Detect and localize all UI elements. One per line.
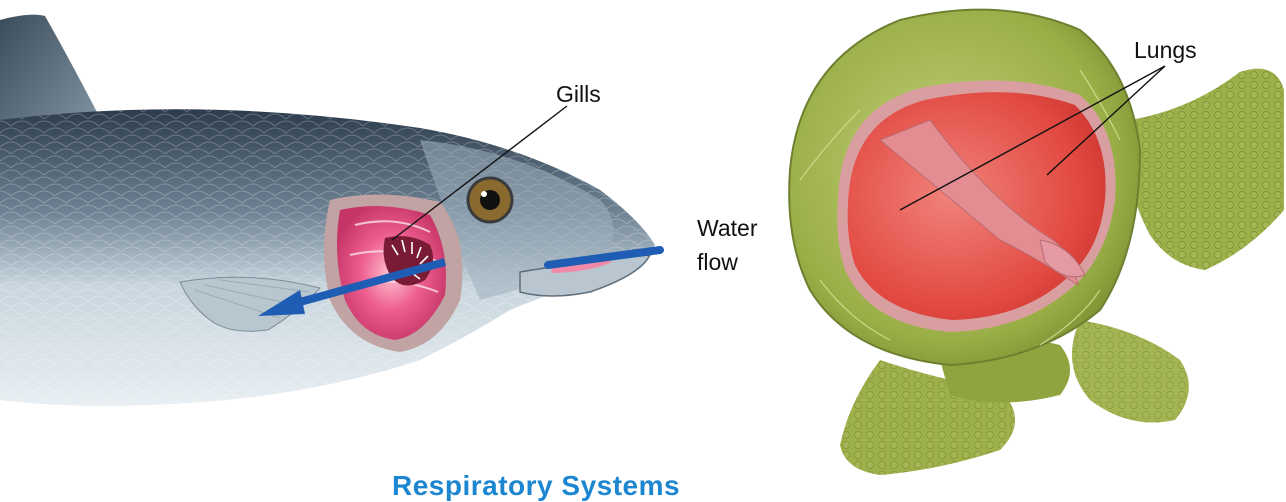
water-flow-label-line2: flow <box>697 248 738 276</box>
water-flow-label-line1: Water <box>697 214 758 242</box>
lungs-label: Lungs <box>1134 36 1197 64</box>
figure-caption: Respiratory Systems <box>392 470 722 502</box>
fish-illustration <box>0 15 660 406</box>
gills-label: Gills <box>556 80 601 108</box>
turtle-illustration <box>789 10 1284 475</box>
respiratory-illustration <box>0 0 1286 488</box>
